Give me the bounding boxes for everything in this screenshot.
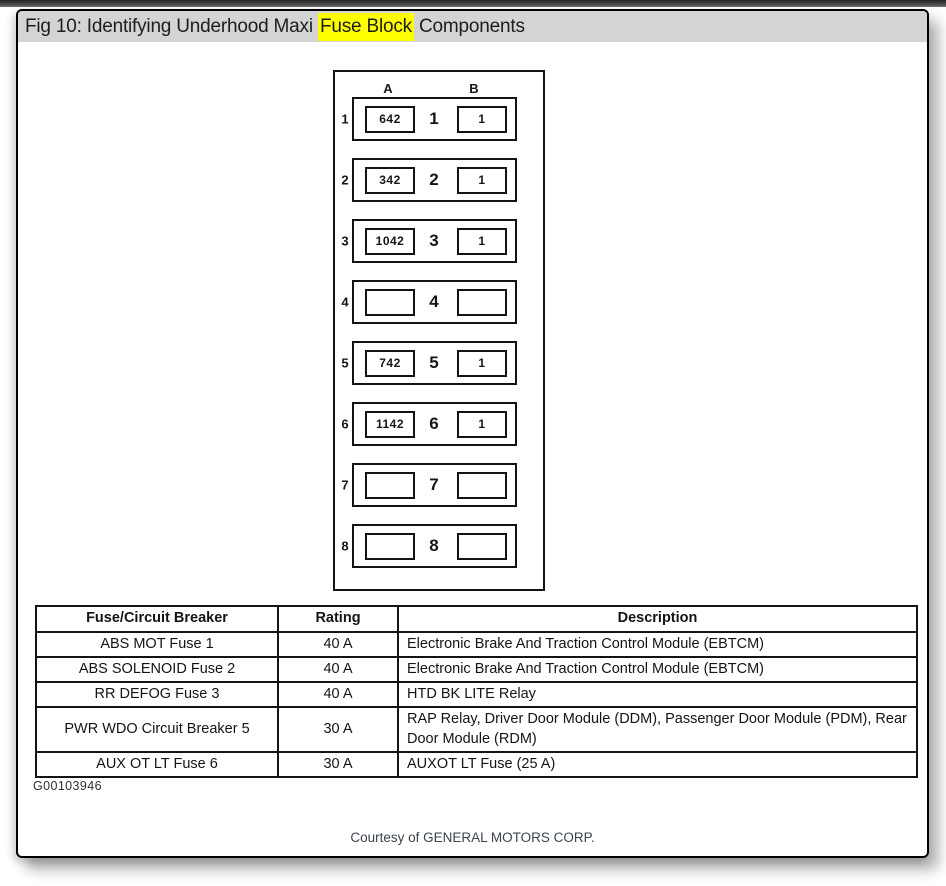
fuse-position-number: 7	[429, 475, 439, 494]
rating-cell: 30 A	[277, 750, 399, 778]
fuse-slot-row: 2 342 2 1	[335, 158, 543, 202]
fuse-slot-a: 1042	[365, 227, 415, 255]
fuse-position-number: 4	[429, 292, 439, 311]
fuse-position-number: 5	[429, 353, 439, 372]
fuse-name-cell: ABS SOLENOID Fuse 2	[35, 656, 279, 684]
fuse-row-outline: 342 2 1	[352, 158, 517, 202]
fuse-name-cell: AUX OT LT Fuse 6	[35, 750, 279, 778]
description-cell: Electronic Brake And Traction Control Mo…	[397, 630, 918, 659]
figure-title-highlight: Fuse Block	[317, 12, 414, 41]
fuse-slot-row: 6 1142 6 1	[335, 402, 543, 446]
fuse-slot-a	[365, 288, 415, 316]
fuse-slot-b: 1	[457, 227, 507, 255]
fuse-slot-b	[457, 288, 507, 316]
fuse-row-number: 4	[341, 294, 349, 310]
column-b-label: B	[469, 81, 479, 96]
fuse-slot-row: 7 7	[335, 463, 543, 507]
fuse-row-number: 1	[341, 111, 349, 127]
fuse-row-number: 8	[341, 538, 349, 554]
rating-cell: 30 A	[277, 706, 399, 753]
fuse-row-number: 5	[341, 355, 349, 371]
fuse-slot-b	[457, 471, 507, 499]
rating-cell: 40 A	[277, 656, 399, 684]
description-cell: RAP Relay, Driver Door Module (DDM), Pas…	[397, 706, 918, 753]
rating-cell: 40 A	[277, 630, 399, 659]
fuse-slot-a: 1142	[365, 410, 415, 438]
fuse-slot-a	[365, 471, 415, 499]
courtesy-line: Courtesy of GENERAL MOTORS CORP.	[350, 830, 595, 845]
fuse-position-number: 3	[429, 231, 439, 250]
fuse-name-cell: RR DEFOG Fuse 3	[35, 681, 279, 709]
fuse-position-number: 8	[429, 536, 439, 555]
fuse-name-cell: ABS MOT Fuse 1	[35, 630, 279, 659]
fuse-row-number: 6	[341, 416, 349, 432]
fuse-table-header-cell: Rating	[277, 605, 399, 633]
fuse-row-outline: 642 1 1	[352, 97, 517, 141]
fuse-slot-a: 342	[365, 166, 415, 194]
fuse-table-header-cell: Fuse/Circuit Breaker	[35, 605, 279, 633]
fuse-slot-row: 4 4	[335, 280, 543, 324]
fuse-row-number: 3	[341, 233, 349, 249]
fuse-position-number: 1	[429, 109, 439, 128]
fuse-row-outline: 7	[352, 463, 517, 507]
fuse-block-rows: 1 642 1 1 2 342 2 1 3 1042 3 1 4 4 5	[335, 97, 543, 585]
fuse-name-cell: PWR WDO Circuit Breaker 5	[35, 706, 279, 753]
fuse-slot-row: 5 742 5 1	[335, 341, 543, 385]
fuse-block-diagram: A B 1 642 1 1 2 342 2 1 3 1042 3 1 4	[333, 70, 545, 591]
fuse-row-outline: 8	[352, 524, 517, 568]
figure-title-bar: Fig 10: Identifying Underhood Maxi Fuse …	[18, 11, 927, 42]
rating-cell: 40 A	[277, 681, 399, 709]
fuse-row-number: 2	[341, 172, 349, 188]
fuse-slot-row: 1 642 1 1	[335, 97, 543, 141]
fuse-slot-a: 642	[365, 105, 415, 133]
fuse-slot-a	[365, 532, 415, 560]
fuse-slot-b: 1	[457, 410, 507, 438]
fuse-slot-b: 1	[457, 105, 507, 133]
fuse-row-outline: 4	[352, 280, 517, 324]
window-top-edge	[0, 0, 946, 7]
fuse-slot-b: 1	[457, 166, 507, 194]
fuse-position-number: 6	[429, 414, 439, 433]
fuse-row-outline: 1042 3 1	[352, 219, 517, 263]
fuse-slot-b: 1	[457, 349, 507, 377]
column-a-label: A	[383, 81, 393, 96]
description-cell: AUXOT LT Fuse (25 A)	[397, 750, 918, 778]
figure-page: Fig 10: Identifying Underhood Maxi Fuse …	[16, 9, 929, 858]
fuse-column-headers: A B	[335, 81, 543, 97]
description-cell: HTD BK LITE Relay	[397, 681, 918, 709]
figure-id-label: G00103946	[33, 779, 102, 793]
fuse-table-header-cell: Description	[397, 605, 918, 633]
fuse-row-number: 7	[341, 477, 349, 493]
fuse-slot-b	[457, 532, 507, 560]
fuse-slot-a: 742	[365, 349, 415, 377]
figure-title-prefix: Fig 10: Identifying Underhood Maxi	[25, 15, 318, 37]
figure-title-suffix: Components	[413, 15, 525, 37]
fuse-row-outline: 1142 6 1	[352, 402, 517, 446]
fuse-position-number: 2	[429, 170, 439, 189]
fuse-row-outline: 742 5 1	[352, 341, 517, 385]
fuse-slot-row: 3 1042 3 1	[335, 219, 543, 263]
fuse-slot-row: 8 8	[335, 524, 543, 568]
description-cell: Electronic Brake And Traction Control Mo…	[397, 656, 918, 684]
